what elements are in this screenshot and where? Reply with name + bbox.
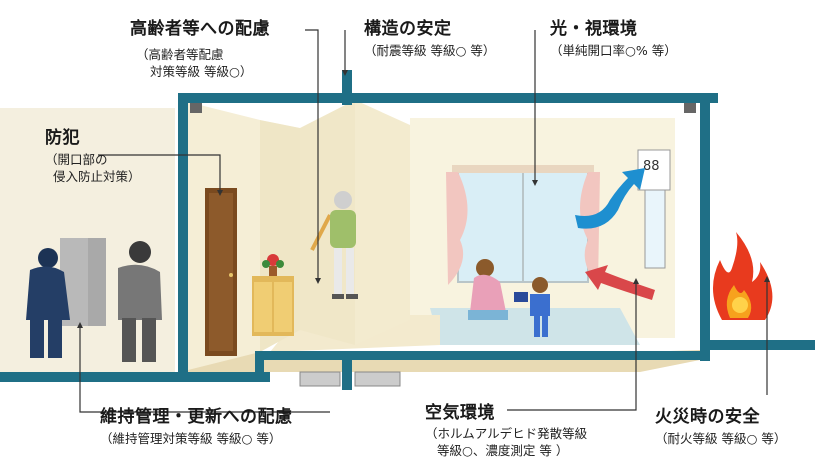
partition-wall (355, 100, 410, 345)
leader-lines (79, 29, 768, 413)
handrail (310, 214, 332, 251)
cabinet-with-flower (252, 254, 294, 336)
label-elderly-sub2: 対策等級 等級○） (150, 64, 253, 79)
burglar-figures-icon (26, 238, 162, 362)
svg-text:88: 88 (643, 159, 660, 174)
label-air-sub1: （ホルムアルデヒド発散等級 (425, 426, 588, 441)
ceiling-bracket (684, 103, 696, 113)
air-arrow-icon (575, 168, 645, 229)
label-structure: 構造の安定 （耐震等級 等級○ 等） (364, 14, 495, 59)
label-fire-sub1: （耐火等級 等級○ 等） (655, 431, 787, 446)
elderly-person-icon (330, 191, 358, 299)
label-light-title: 光・視環境 (550, 19, 638, 39)
label-crime: 防犯 （開口部の 侵入防止対策） (45, 123, 141, 185)
label-elderly-sub: （高齢者等配慮 対策等級 等級○） (136, 46, 252, 80)
label-crime-sub2: 侵入防止対策） (53, 169, 141, 184)
label-maintenance: 維持管理・更新への配慮 （維持管理対策等級 等級○ 等） (100, 402, 293, 447)
window-icon (446, 165, 600, 285)
label-fire-title: 火災時の安全 (655, 407, 760, 427)
ceiling-bracket (190, 103, 202, 113)
label-air-title: 空気環境 (425, 403, 495, 423)
label-air-sub2: 等級○、濃度測定 等 ） (437, 443, 569, 458)
wind-arrow-icon (585, 265, 655, 300)
label-crime-sub1: （開口部の (45, 152, 108, 167)
label-crime-title: 防犯 (45, 128, 80, 148)
label-elderly: 高齢者等への配慮 (130, 14, 270, 39)
label-fire: 火災時の安全 （耐火等級 等級○ 等） (655, 402, 786, 447)
label-maintenance-title: 維持管理・更新への配慮 (100, 407, 293, 427)
label-structure-sub1: （耐震等級 等級○ 等） (364, 43, 496, 58)
label-elderly-title: 高齢者等への配慮 (130, 19, 270, 39)
family-icon (468, 259, 550, 337)
label-structure-title: 構造の安定 (364, 19, 452, 39)
house-frame (0, 70, 815, 390)
label-maintenance-sub1: （維持管理対策等級 等級○ 等） (100, 431, 282, 446)
label-light-sub1: （単純開口率○% 等） (550, 43, 677, 58)
foundation-vent (299, 371, 341, 387)
foundation-vent (354, 371, 401, 387)
label-light: 光・視環境 （単純開口率○% 等） (550, 14, 677, 59)
label-elderly-sub1: （高齢者等配慮 (136, 47, 224, 62)
door-icon (205, 188, 237, 356)
fire-flame-icon (712, 232, 773, 320)
